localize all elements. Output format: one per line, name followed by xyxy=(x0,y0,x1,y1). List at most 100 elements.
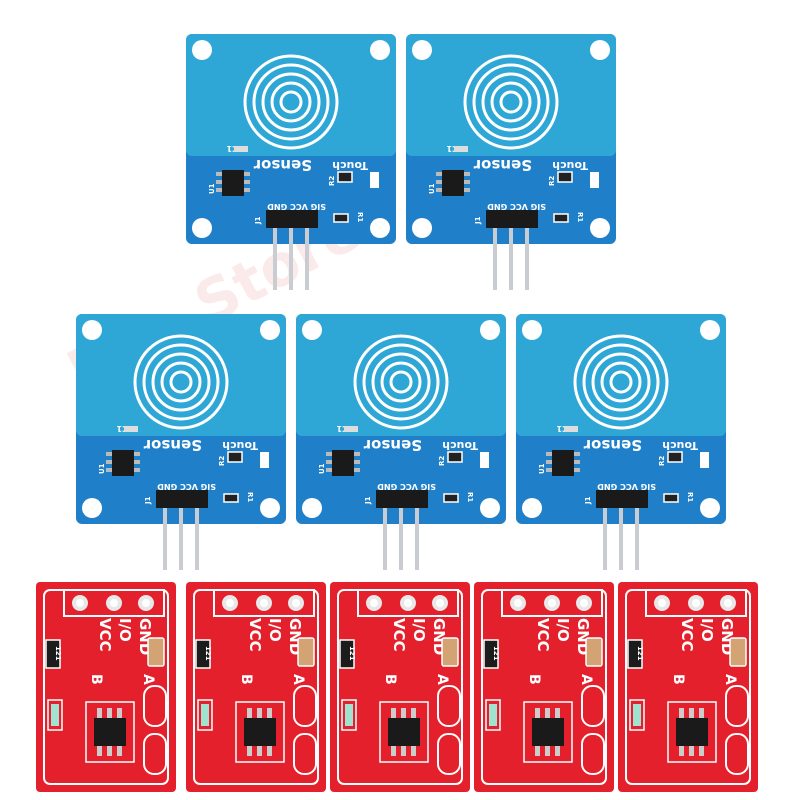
j1-label: J1 xyxy=(474,216,482,225)
pcb-body xyxy=(36,582,176,792)
led-outline xyxy=(485,699,501,731)
chip-u1 xyxy=(222,170,244,196)
chip-pin xyxy=(391,746,396,756)
chip-pin xyxy=(117,708,122,718)
r2-label: R2 xyxy=(658,456,666,466)
sensor-label: Sensor xyxy=(253,156,312,174)
led xyxy=(480,452,489,468)
resistor xyxy=(627,639,643,669)
header-outline xyxy=(63,589,165,617)
chip-pin xyxy=(699,746,704,756)
touch-pad-rings xyxy=(353,334,449,430)
mounting-hole xyxy=(412,40,432,60)
ring xyxy=(133,334,229,430)
chip-pin xyxy=(391,708,396,718)
ring xyxy=(499,90,523,114)
chip-pin xyxy=(244,188,250,192)
resistor-label: 121 xyxy=(204,646,212,661)
pin-hole-center xyxy=(692,599,700,607)
solder-pad xyxy=(293,733,317,775)
chip-pin xyxy=(134,452,140,456)
led xyxy=(201,704,209,726)
b-label: B xyxy=(238,674,254,685)
b-label: B xyxy=(670,674,686,685)
sensor-label: Sensor xyxy=(473,156,532,174)
ring xyxy=(270,81,312,123)
chip-pin xyxy=(257,708,262,718)
j1-label: J1 xyxy=(144,496,152,505)
chip-outline xyxy=(85,701,135,763)
pin-hole-center xyxy=(76,599,84,607)
a-label: A xyxy=(722,674,738,685)
ring xyxy=(169,370,193,394)
chip-pin xyxy=(464,180,470,184)
ring xyxy=(151,352,211,412)
chip-u1 xyxy=(552,450,574,476)
resistor-label: 121 xyxy=(636,646,644,661)
header-outline xyxy=(501,589,603,617)
chip-pin xyxy=(546,468,552,472)
led-outline xyxy=(341,699,357,731)
chip-pin xyxy=(134,460,140,464)
chip-pin xyxy=(679,746,684,756)
header-pin xyxy=(179,508,183,570)
ring xyxy=(160,361,202,403)
chip-u1 xyxy=(442,170,464,196)
resistor-r2 xyxy=(557,171,573,183)
ring xyxy=(380,361,422,403)
led xyxy=(700,452,709,468)
mounting-hole xyxy=(700,498,720,518)
mounting-hole xyxy=(590,40,610,60)
pin-labels: SIG VCC GND xyxy=(377,482,436,491)
led xyxy=(633,704,641,726)
mounting-hole xyxy=(260,320,280,340)
touch-pad-rings xyxy=(243,54,339,150)
chip-pin xyxy=(107,708,112,718)
mounting-hole xyxy=(522,498,542,518)
chip-pin xyxy=(354,452,360,456)
vcc-label: VCC xyxy=(246,618,264,652)
pin-header xyxy=(156,490,208,508)
capacitor xyxy=(441,637,459,667)
header-pin xyxy=(525,228,529,290)
pin-hole-center xyxy=(548,599,556,607)
resistor-r1 xyxy=(333,213,349,223)
chip-pin xyxy=(247,708,252,718)
header-pin xyxy=(509,228,513,290)
chip-pin xyxy=(354,468,360,472)
header-pin xyxy=(399,508,403,570)
ring xyxy=(371,352,431,412)
vcc-label: VCC xyxy=(96,618,114,652)
pin-header xyxy=(486,210,538,228)
chip-pin xyxy=(436,188,442,192)
touch-label: Touch xyxy=(442,439,478,452)
touch-pad-rings xyxy=(133,334,229,430)
header-pin xyxy=(415,508,419,570)
r1-label: R1 xyxy=(576,212,584,222)
pin-labels: SIG VCC GND xyxy=(267,202,326,211)
chip-pin xyxy=(257,746,262,756)
ring xyxy=(362,343,440,421)
solder-pad xyxy=(143,733,167,775)
chip-pin xyxy=(326,460,332,464)
pin-hole-center xyxy=(110,599,118,607)
r2-label: R2 xyxy=(328,176,336,186)
chip-pin xyxy=(545,746,550,756)
chip-pin xyxy=(545,708,550,718)
resistor-label: 121 xyxy=(492,646,500,661)
chip-pin xyxy=(464,188,470,192)
mounting-hole xyxy=(412,218,432,238)
pin-hole-center xyxy=(658,599,666,607)
resistor-r2 xyxy=(447,451,463,463)
resistor-r2 xyxy=(337,171,353,183)
u1-label: U1 xyxy=(538,463,546,474)
solder-pad xyxy=(293,685,317,727)
ring xyxy=(591,352,651,412)
solder-pad xyxy=(143,685,167,727)
